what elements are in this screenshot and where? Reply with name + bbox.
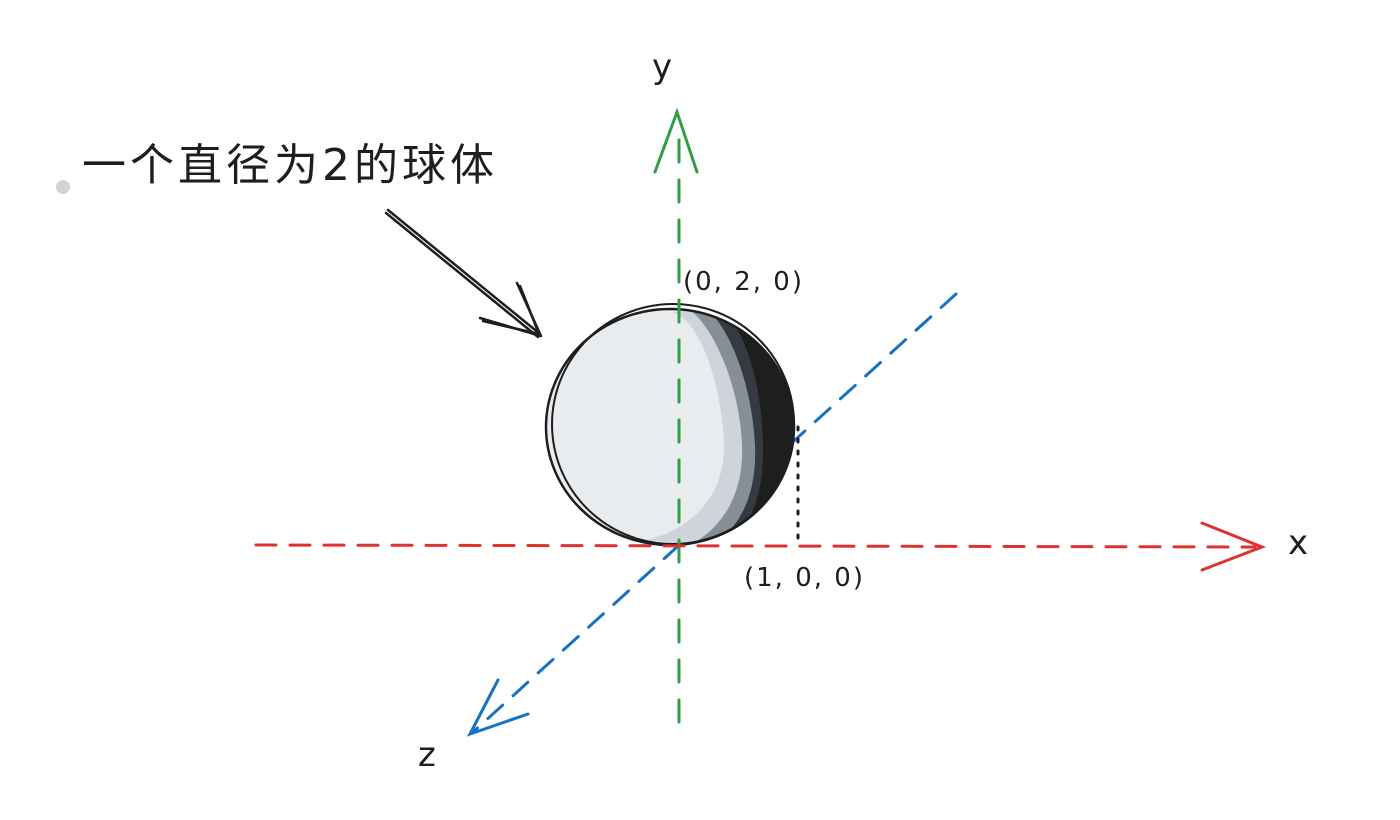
- x-axis: [254, 521, 1267, 572]
- y-axis: [653, 107, 699, 742]
- annotation-text: 一个直径为2的球体: [82, 140, 498, 191]
- y-axis-label: y: [652, 47, 672, 87]
- point-label-top: (0, 2, 0): [683, 267, 804, 297]
- sphere-outline-b: [551, 302, 795, 546]
- annotation-arrow: [384, 208, 543, 339]
- sphere-shade-4: [724, 309, 794, 545]
- bullet-dot: [56, 180, 70, 194]
- x-axis-label: x: [1288, 523, 1308, 563]
- point-label-right: (1, 0, 0): [744, 563, 865, 593]
- z-axis-label: z: [418, 735, 436, 775]
